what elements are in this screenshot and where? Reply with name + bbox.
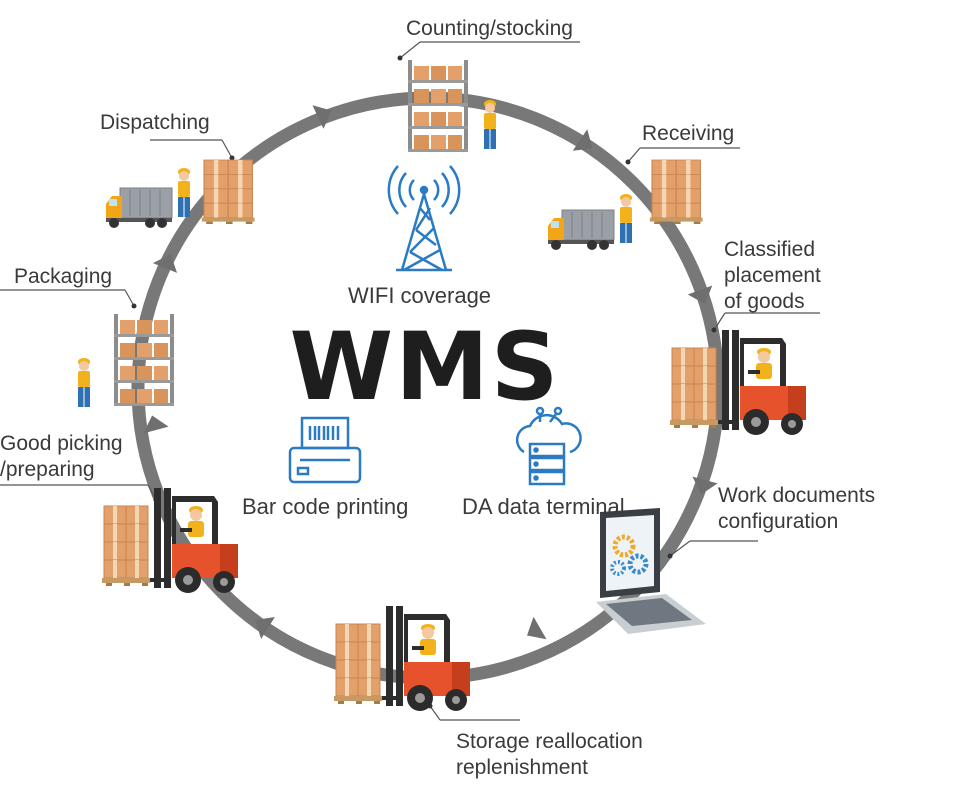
ring-arrow: [572, 129, 593, 151]
barcode-printer-icon: [288, 416, 362, 484]
picking-forklift-icon: [102, 488, 238, 593]
dispatching-truck-icon: [105, 187, 173, 229]
ring-arrow: [527, 616, 547, 640]
receiving-truck-icon: [547, 209, 615, 251]
good-picking-label-1: Good picking: [0, 432, 123, 455]
good-picking-label-2: /preparing: [0, 458, 95, 481]
counting-shelf-icon: [408, 60, 468, 152]
classified-label-1: Classified: [724, 238, 816, 261]
packaging-shelf-icon: [114, 314, 174, 406]
cloud-server-icon: [515, 406, 582, 486]
counting-stocking-label: Counting/stocking: [406, 17, 573, 40]
classified-forklift-icon: [670, 330, 806, 435]
ring-arrow: [692, 476, 718, 495]
dispatching-worker-icon: [178, 168, 190, 217]
storage-reallocation-label-2: replenishment: [456, 756, 588, 779]
ring-arrow: [255, 616, 275, 640]
ring-arrow: [143, 415, 169, 434]
antenna-icon: [387, 165, 461, 272]
da-data-terminal-label: DA data terminal: [462, 494, 625, 519]
ring-arrow: [152, 254, 178, 273]
packaging-worker-icon: [78, 358, 90, 407]
ring-arrow: [312, 105, 332, 129]
counting-worker-icon: [484, 100, 496, 149]
laptop-gears-icon: [596, 508, 706, 634]
ring-arrow: [687, 285, 713, 305]
storage-forklift-icon: [334, 606, 470, 711]
classified-label-3: of goods: [724, 290, 805, 313]
receiving-worker-icon: [620, 194, 632, 243]
packaging-label: Packaging: [14, 265, 113, 288]
wifi-coverage-label: WIFI coverage: [348, 283, 492, 308]
dispatching-boxes-icon: [202, 160, 255, 224]
ring-arrows: [143, 105, 718, 640]
receiving-label: Receiving: [642, 122, 735, 145]
bar-code-printing-label: Bar code printing: [242, 494, 409, 519]
classified-label-2: placement: [724, 264, 821, 287]
dispatching-label: Dispatching: [100, 111, 210, 134]
work-documents-label-1: Work documents: [718, 484, 876, 507]
wms-title: WMS: [289, 313, 561, 422]
receiving-boxes-icon: [650, 160, 703, 224]
leader-lines: [0, 41, 820, 721]
work-documents-label-2: configuration: [718, 510, 839, 533]
storage-reallocation-label-1: Storage reallocation: [456, 730, 643, 753]
